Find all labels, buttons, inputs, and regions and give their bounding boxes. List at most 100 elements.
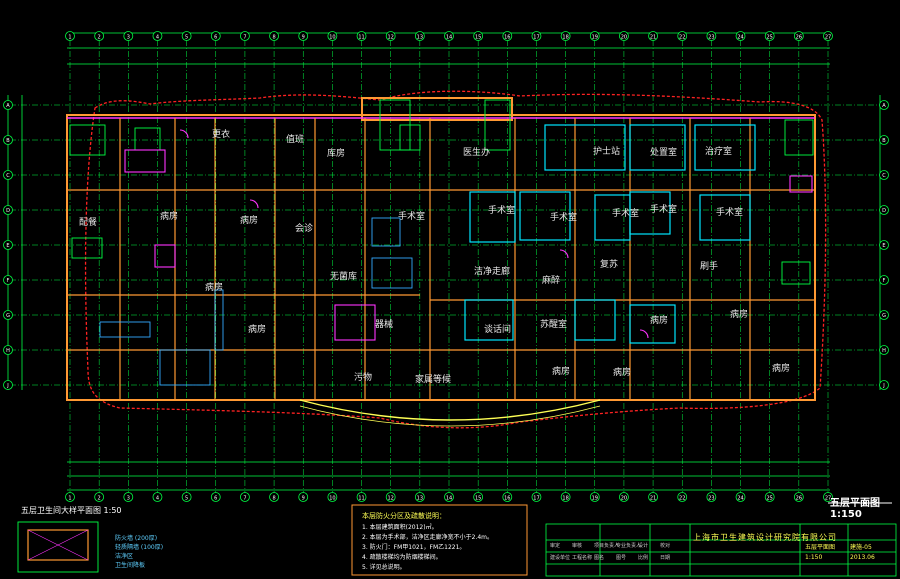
- notes-title: 本层防火分区及疏散说明：: [362, 512, 446, 520]
- notes-box: [351, 504, 528, 576]
- title-block-field: 审定: [550, 543, 561, 549]
- room-label: 手术室: [550, 213, 578, 223]
- axis-label-B: B: [6, 138, 10, 144]
- legend-item: 轻质隔墙 (100厚): [115, 544, 164, 551]
- axis-bubble-11-top: [356, 31, 367, 41]
- legend-item: 防火墙 (200厚): [115, 535, 158, 542]
- axis-label-1: 1: [68, 496, 71, 502]
- axis-bubble-14-bottom: [444, 492, 454, 502]
- title-block-field: 项目负责人: [594, 543, 620, 549]
- axis-bubble-3-top: [123, 31, 134, 41]
- axis-label-4: 4: [156, 496, 159, 502]
- axis-bubble-12-top: [385, 31, 396, 41]
- room-label: 家属等候: [415, 375, 452, 385]
- axis-label-26: 26: [796, 496, 802, 502]
- axis-label-24: 24: [737, 496, 743, 502]
- axis-bubble-20-top: [619, 31, 629, 41]
- title-block-value: 建施-05: [850, 544, 872, 551]
- axis-grid: 1122334455667788991010111112121313141415…: [3, 31, 889, 502]
- axis-label-11: 11: [358, 35, 364, 41]
- axis-label-16: 16: [504, 35, 510, 41]
- note-line: 2. 本层为手术部，洁净区走廊净宽不小于2.4m。: [362, 534, 494, 541]
- axis-label-6: 6: [214, 35, 217, 41]
- axis-bubble-8-bottom: [269, 492, 279, 502]
- axis-bubble-17-top: [531, 31, 542, 41]
- axis-bubble-10-bottom: [327, 492, 338, 502]
- axis-label-G: G: [882, 313, 886, 319]
- axis-bubble-A-left: [3, 100, 13, 110]
- axis-label-19: 19: [592, 35, 598, 41]
- axis-bubble-20-bottom: [619, 492, 629, 502]
- axis-bubble-B-right: [879, 135, 889, 145]
- note-line: 5. 详见总说明。: [362, 564, 406, 571]
- axis-bubble-G-left: [3, 310, 13, 320]
- axis-bubble-23-bottom: [706, 492, 717, 502]
- axis-label-22: 22: [679, 496, 685, 502]
- room-label: 病房: [730, 310, 749, 320]
- axis-bubble-H-left: [3, 345, 13, 355]
- room-label: 苏醒室: [540, 320, 568, 330]
- axis-bubble-24-bottom: [735, 492, 746, 502]
- room-label: 医生办: [463, 148, 491, 158]
- axis-label-22: 22: [679, 35, 685, 41]
- axis-label-5: 5: [185, 35, 188, 41]
- axis-bubble-15-bottom: [473, 492, 484, 502]
- room-label: 治疗室: [705, 147, 733, 157]
- title-block-field: 工程名称: [572, 555, 593, 561]
- axis-label-8: 8: [272, 35, 275, 41]
- axis-bubble-4-bottom: [152, 492, 163, 502]
- axis-label-2: 2: [98, 35, 101, 41]
- axis-label-23: 23: [708, 35, 714, 41]
- axis-label-H: H: [882, 348, 886, 354]
- axis-bubble-D-left: [3, 205, 13, 215]
- axis-label-D: D: [882, 208, 886, 214]
- axis-label-25: 25: [767, 496, 773, 502]
- axis-label-15: 15: [475, 496, 481, 502]
- axis-bubble-B-left: [3, 135, 13, 145]
- detail-plan: [17, 521, 99, 573]
- legend-item: 卫生间降板: [115, 562, 146, 569]
- axis-label-C: C: [6, 173, 10, 179]
- legend-item: 洁净区: [115, 553, 134, 560]
- axis-bubble-F-right: [879, 275, 889, 285]
- title-block-field: 图号: [616, 555, 627, 561]
- room-label: 手术室: [650, 205, 678, 215]
- axis-label-6: 6: [214, 496, 217, 502]
- detail-scale: 1:50: [103, 506, 122, 515]
- axis-bubble-J-left: [3, 380, 13, 390]
- room-label: 配餐: [79, 218, 98, 228]
- axis-bubble-1-bottom: [65, 492, 75, 502]
- title-block: [545, 523, 897, 577]
- axis-bubble-25-top: [764, 31, 775, 41]
- axis-label-15: 15: [475, 35, 481, 41]
- axis-label-A: A: [882, 103, 886, 109]
- note-line: 3. 防火门：FM甲1021，FM乙1221。: [362, 544, 466, 551]
- axis-label-17: 17: [533, 35, 539, 41]
- axis-label-16: 16: [504, 496, 510, 502]
- axis-label-14: 14: [446, 496, 452, 502]
- axis-bubble-13-top: [414, 31, 425, 41]
- axis-label-8: 8: [272, 496, 275, 502]
- axis-bubble-16-top: [502, 31, 513, 41]
- clean-rooms: [464, 124, 756, 344]
- room-label: 处置室: [650, 148, 678, 158]
- room-label: 手术室: [612, 209, 640, 219]
- furniture: [99, 217, 413, 386]
- room-label: 病房: [772, 364, 791, 374]
- axis-bubble-C-left: [3, 170, 13, 180]
- axis-bubble-E-right: [879, 240, 889, 250]
- axis-bubble-F-left: [3, 275, 13, 285]
- axis-label-9: 9: [302, 496, 305, 502]
- axis-bubble-G-right: [879, 310, 889, 320]
- axis-label-D: D: [6, 208, 10, 214]
- room-label: 手术室: [716, 208, 744, 218]
- axis-label-B: B: [882, 138, 886, 144]
- title-block-field: 建设单位: [550, 555, 571, 561]
- axis-label-21: 21: [650, 35, 656, 41]
- room-label: 污物: [354, 373, 373, 383]
- axis-label-F: F: [883, 278, 886, 284]
- axis-label-24: 24: [737, 35, 743, 41]
- room-label: 刷手: [700, 262, 719, 272]
- axis-bubble-24-top: [735, 31, 746, 41]
- axis-bubble-4-top: [152, 31, 163, 41]
